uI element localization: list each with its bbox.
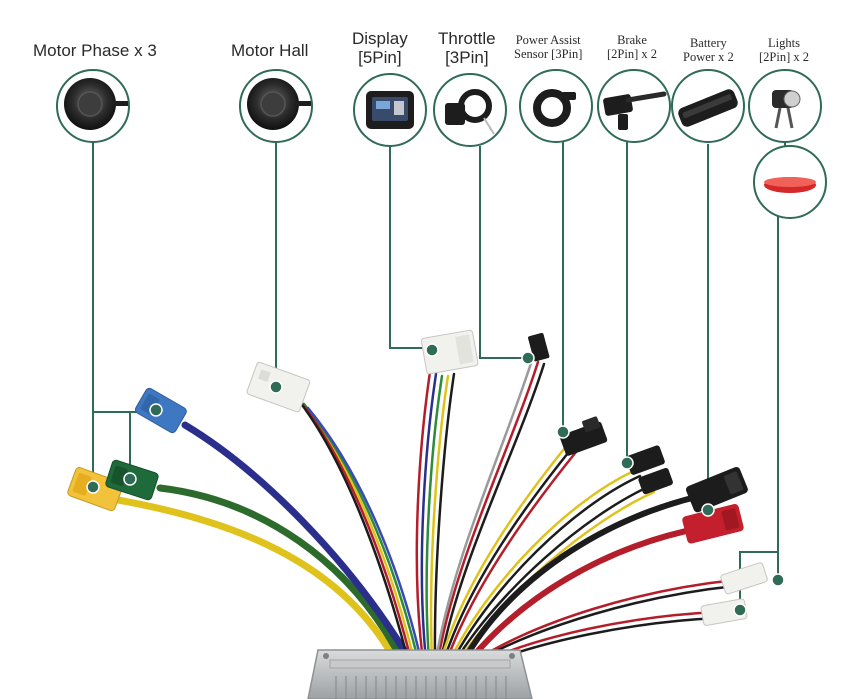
dot-lights-front [771, 573, 785, 587]
phase-wire-blue [181, 421, 414, 664]
label-lights-line1: Lights [768, 36, 800, 50]
label-brake-line1: Brake [617, 33, 647, 47]
component-icons [56, 69, 827, 219]
connector-light-1 [720, 562, 768, 595]
hall-wire-5 [290, 390, 410, 662]
display-wire-4 [429, 374, 450, 662]
connector-battery-black [686, 466, 748, 513]
label-battery-line1: Battery [689, 36, 727, 50]
battery-icon [671, 69, 745, 143]
throttle-wire-1 [436, 360, 540, 662]
dot-brake [620, 456, 634, 470]
connector-brake-2 [638, 467, 673, 495]
label-throttle: Throttle [3Pin] [438, 29, 496, 67]
pas-wire-2 [445, 450, 578, 662]
light-wire-1 [474, 578, 737, 662]
label-display-line2: [5Pin] [358, 47, 402, 67]
leader-throttle [479, 146, 528, 359]
leader-lines [92, 142, 786, 608]
display-wire-1 [415, 370, 432, 662]
label-battery-line2: Power x 2 [683, 49, 734, 64]
motor-phase-icon [56, 69, 130, 143]
light-wire-2 [477, 584, 737, 662]
label-pas-line2: Sensor [3Pin] [514, 46, 583, 61]
pas-wire-3 [439, 442, 570, 662]
dot-throttle [521, 351, 535, 365]
connector-pas [560, 416, 608, 456]
label-display: Display [5Pin] [352, 29, 408, 67]
label-brake-line2: [2Pin] x 2 [607, 46, 657, 61]
label-lights-line2: [2Pin] x 2 [759, 49, 809, 64]
dot-pas [556, 425, 570, 439]
controller-box [307, 649, 533, 699]
battery-wire-red [467, 525, 703, 663]
battery-wire-black [461, 493, 703, 663]
label-battery: Battery Power x 2 [683, 36, 734, 65]
headlight-icon [748, 69, 822, 143]
dot-motor-phase-yellow [86, 480, 100, 494]
display-wire-3 [425, 374, 444, 662]
label-motor-phase-text: Motor Phase x 3 [33, 41, 157, 60]
dot-battery [701, 503, 715, 517]
label-throttle-line1: Throttle [438, 29, 496, 48]
display-wire-5 [433, 372, 456, 662]
connectors [67, 329, 768, 626]
brake-wire-3 [454, 484, 652, 662]
leader-motor-phase-branch-2 [93, 411, 131, 478]
label-display-line1: Display [352, 29, 408, 48]
display-icon [353, 73, 427, 147]
dot-motor-phase-blue [149, 403, 163, 417]
throttle-wire-3 [434, 358, 534, 662]
brake-wire-2 [451, 474, 642, 662]
dot-motor-hall [269, 380, 283, 394]
label-motor-hall: Motor Hall [231, 41, 309, 61]
display-wire-2 [420, 372, 438, 662]
taillight-icon [753, 145, 827, 219]
dot-display [425, 343, 439, 357]
leader-dots [86, 343, 785, 617]
pas-sensor-icon [519, 69, 593, 143]
dot-motor-phase-green [123, 472, 137, 486]
dot-lights-rear [733, 603, 747, 617]
label-lights: Lights [2Pin] x 2 [759, 36, 809, 65]
connector-brake-1 [625, 445, 665, 475]
connector-battery-red [682, 504, 744, 544]
label-pas: Power Assist Sensor [3Pin] [514, 33, 583, 62]
throttle-icon [433, 73, 507, 147]
phase-wire-yellow [114, 496, 399, 664]
label-pas-line1: Power Assist [515, 33, 581, 47]
wire-bundle [114, 358, 737, 666]
motor-hall-icon [239, 69, 313, 143]
leader-display [389, 146, 432, 349]
label-brake: Brake [2Pin] x 2 [607, 33, 657, 62]
pas-wire-1 [442, 446, 574, 662]
connector-display [420, 329, 479, 375]
label-motor-phase: Motor Phase x 3 [33, 41, 157, 61]
label-throttle-line2: [3Pin] [445, 47, 489, 67]
brake-wire-1 [448, 468, 638, 662]
brake-lever-icon [597, 69, 671, 143]
throttle-wire-2 [439, 362, 546, 662]
label-motor-hall-text: Motor Hall [231, 41, 309, 60]
hall-wire-3 [306, 406, 423, 662]
phase-wire-green [156, 484, 406, 664]
